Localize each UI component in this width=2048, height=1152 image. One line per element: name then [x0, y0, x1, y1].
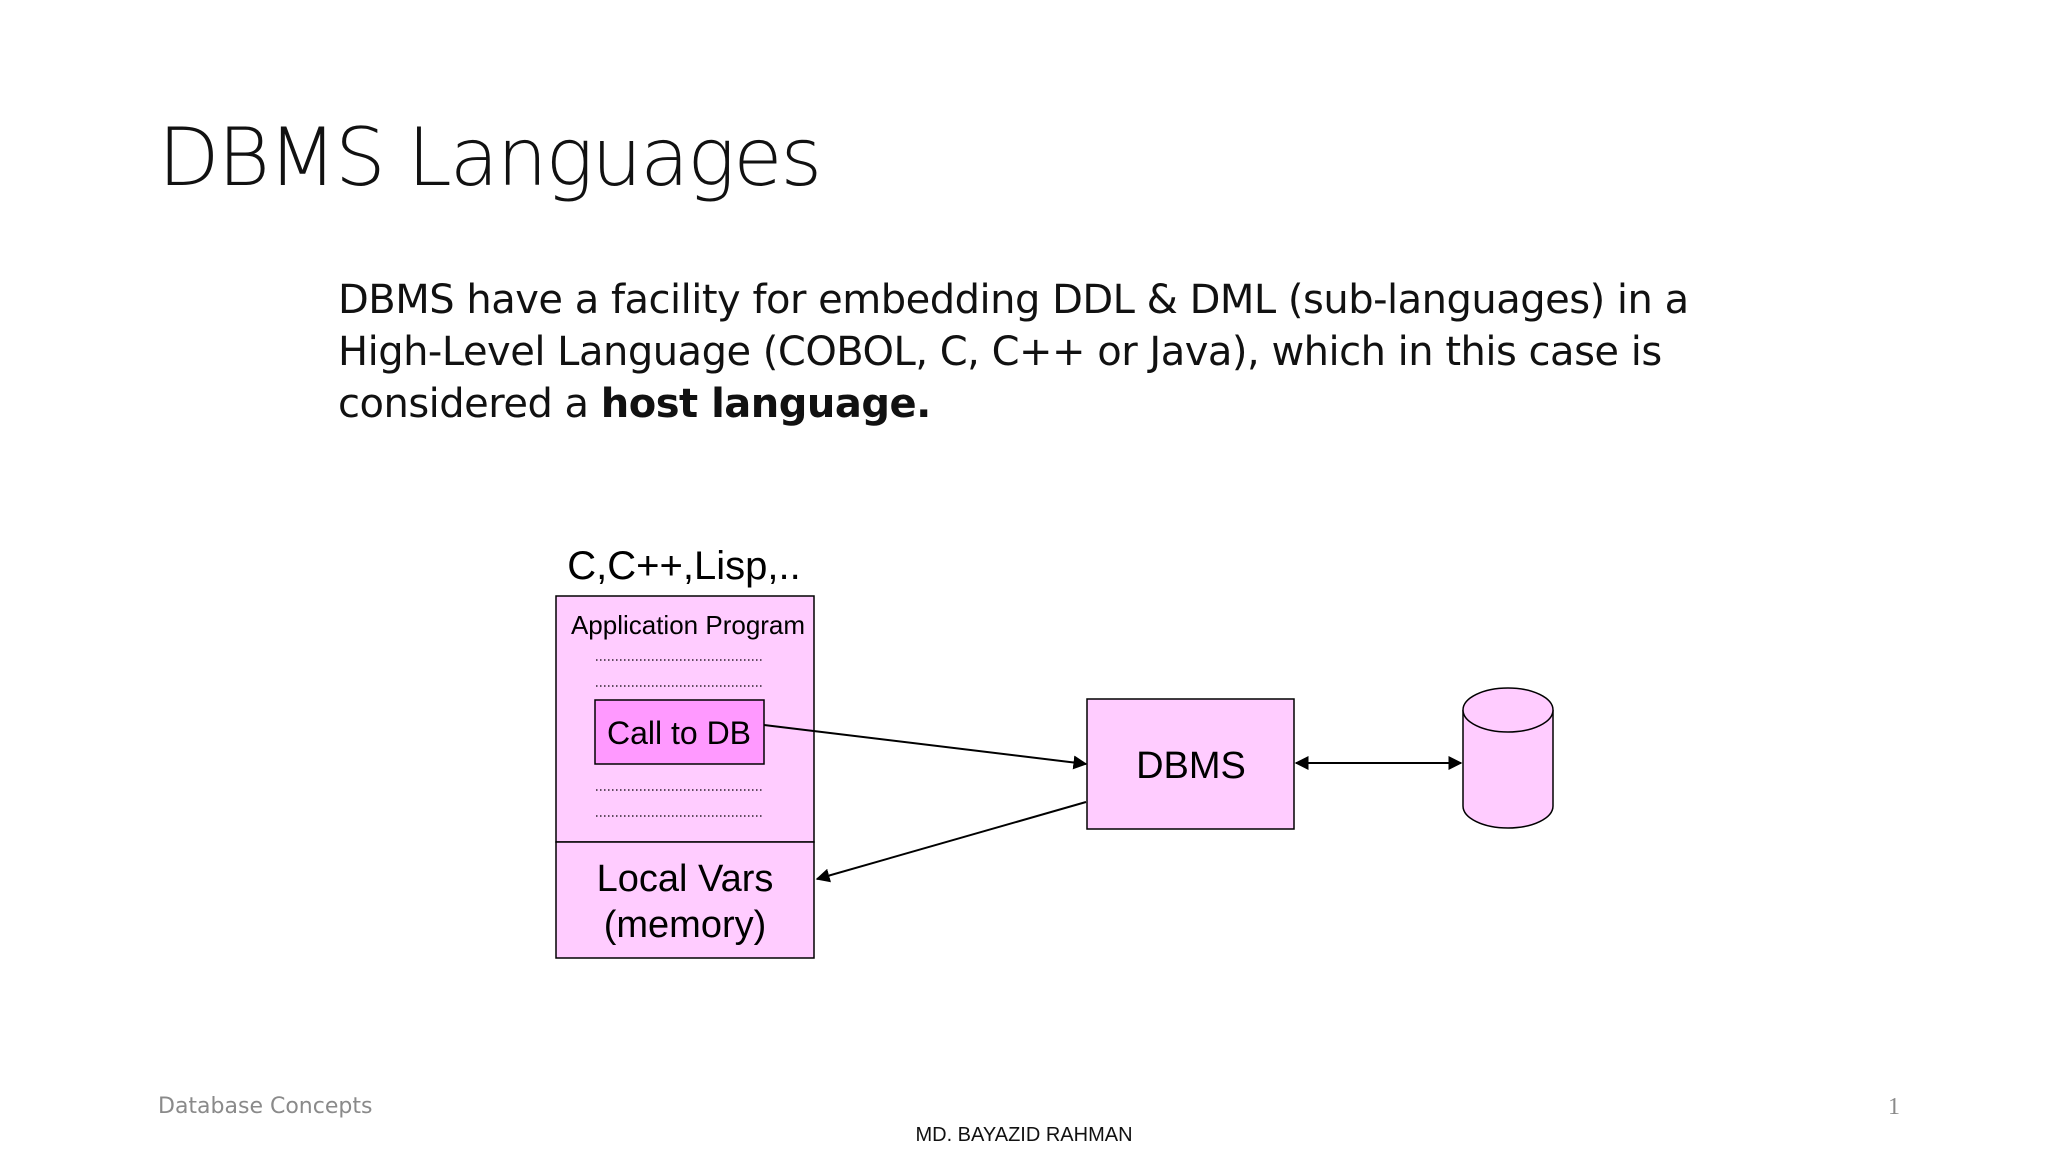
memory-label: (memory): [604, 904, 767, 946]
dbms-local-vars-arrow: [815, 801, 1087, 883]
dbms-box: [1086, 698, 1295, 830]
application-program-label: Application Program: [571, 610, 805, 640]
call-to-dbms-arrow: [763, 724, 1088, 770]
body-text-bold: host language.: [600, 381, 932, 427]
languages-label: C,C++,Lisp,..: [567, 544, 800, 588]
local-vars-label: Local Vars: [597, 858, 774, 900]
call-to-db-label: Call to DB: [607, 715, 751, 751]
page-number: 1: [1888, 1094, 1900, 1120]
body-text-plain: DBMS have a facility for embedding DDL &…: [338, 277, 1689, 427]
call-to-db-box: [594, 699, 765, 765]
local-vars-box: [555, 841, 815, 959]
slide-body-text: DBMS have a facility for embedding DDL &…: [338, 274, 1738, 430]
footer-author: MD. BAYAZID RAHMAN: [915, 1124, 1133, 1146]
dbms-label: DBMS: [1136, 745, 1246, 787]
database-cylinder-icon: [1462, 687, 1554, 829]
slide-title: DBMS Languages: [158, 111, 822, 204]
footer-course-name: Database Concepts: [158, 1094, 373, 1119]
